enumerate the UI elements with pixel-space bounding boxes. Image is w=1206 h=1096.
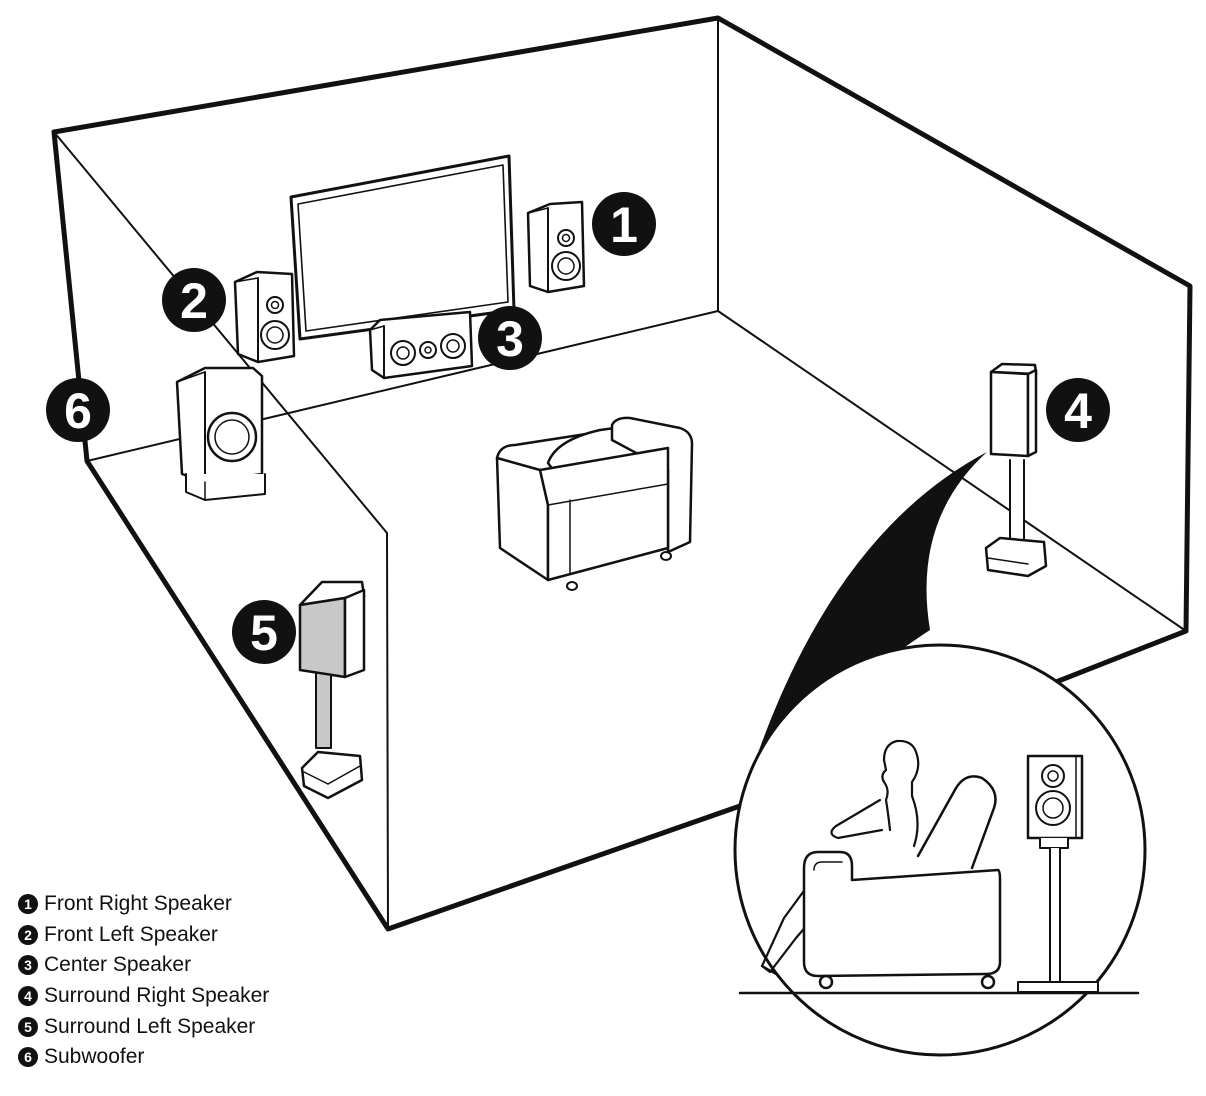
legend-label: Surround Left Speaker (44, 1014, 256, 1038)
legend-item-subwoofer: 6 Subwoofer (18, 1042, 269, 1073)
front-right-speaker-icon (526, 200, 586, 294)
badge-3: 3 (478, 306, 542, 370)
svg-text:4: 4 (1064, 383, 1092, 439)
legend-badge: 3 (18, 955, 38, 976)
sofa-side-icon (802, 775, 1002, 990)
subwoofer-icon (175, 366, 266, 501)
badge-5: 5 (232, 600, 296, 664)
legend-badge: 4 (18, 986, 38, 1007)
legend-label: Subwoofer (44, 1045, 145, 1069)
legend-item-front-left: 2 Front Left Speaker (18, 920, 269, 951)
tv-icon (289, 154, 516, 341)
legend-item-center: 3 Center Speaker (18, 950, 269, 981)
surround-left-speaker-icon (298, 580, 366, 800)
legend-badge: 5 (18, 1016, 38, 1037)
legend-badge: 6 (18, 1047, 38, 1068)
svg-text:3: 3 (496, 311, 524, 367)
badge-6: 6 (46, 378, 110, 442)
badge-1: 1 (592, 192, 656, 256)
legend-label: Center Speaker (44, 953, 192, 977)
legend-badge: 2 (18, 924, 38, 945)
legend-item-surround-left: 5 Surround Left Speaker (18, 1011, 269, 1042)
svg-text:6: 6 (64, 383, 92, 439)
badge-4: 4 (1046, 378, 1110, 442)
legend-label: Front Left Speaker (44, 922, 218, 946)
legend-item-surround-right: 4 Surround Right Speaker (18, 981, 269, 1012)
svg-text:5: 5 (250, 605, 278, 661)
side-view-circle (733, 643, 1147, 1057)
sofa-icon (495, 416, 694, 591)
legend-item-front-right: 1 Front Right Speaker (18, 889, 269, 920)
center-speaker-icon (368, 310, 474, 380)
svg-text:2: 2 (180, 273, 208, 329)
legend-label: Surround Right Speaker (44, 984, 270, 1008)
surround-right-speaker-icon (984, 362, 1048, 578)
legend-label: Front Right Speaker (44, 892, 232, 916)
svg-text:1: 1 (610, 197, 638, 253)
front-left-speaker-icon (233, 270, 296, 364)
person-icon (760, 739, 920, 976)
badge-2: 2 (162, 268, 226, 332)
legend-badge: 1 (18, 894, 38, 915)
speaker-legend: 1 Front Right Speaker 2 Front Left Speak… (18, 889, 269, 1073)
side-speaker-icon (1017, 754, 1099, 993)
